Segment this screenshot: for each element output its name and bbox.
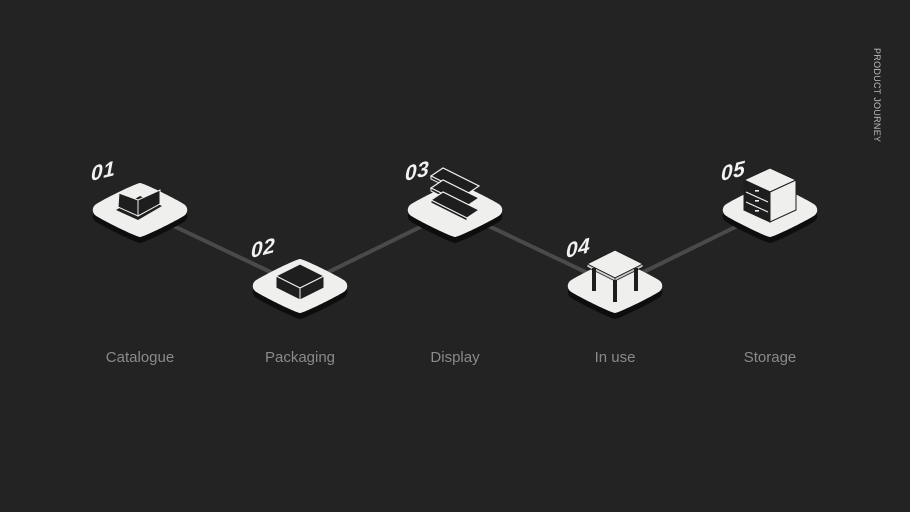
step-label: Display <box>430 349 480 366</box>
section-title: PRODUCT JOURNEY <box>872 48 882 143</box>
step-label: Catalogue <box>105 349 175 366</box>
step-tile <box>252 259 348 319</box>
open-book-icon <box>116 189 162 220</box>
step-label: Packaging <box>264 349 336 366</box>
box-icon <box>274 263 326 301</box>
stacked-panels-icon <box>429 167 481 222</box>
cabinet-icon <box>742 167 798 223</box>
step-tile <box>92 183 188 243</box>
step-label: In use <box>594 349 636 366</box>
step-label: Storage <box>743 349 797 366</box>
table-icon <box>585 249 645 302</box>
